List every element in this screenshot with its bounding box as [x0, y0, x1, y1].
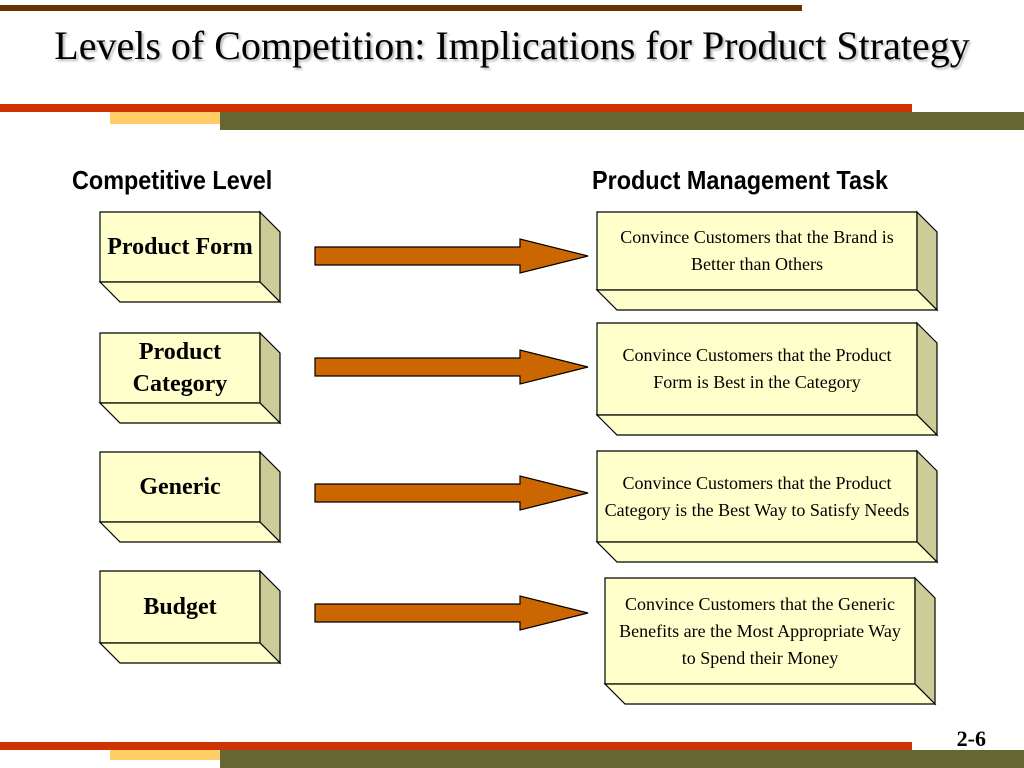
- slide-title: Levels of Competition: Implications for …: [54, 23, 970, 68]
- task-box-4-side: [914, 576, 936, 706]
- page-number: 2-6: [956, 726, 986, 751]
- task-budget: Convince Customers that the Generic Bene…: [619, 593, 901, 668]
- level-generic: Generic: [139, 474, 221, 500]
- bottom-olive-stripe: [220, 750, 1024, 768]
- arrow-2: [314, 349, 589, 385]
- bottom-orange-stripe: [0, 742, 912, 750]
- task-product-category: Convince Customers that the Product Form…: [622, 345, 892, 392]
- arrow-4: [314, 595, 589, 631]
- top-orange-stripe: [0, 104, 912, 112]
- task-generic: Convince Customers that the Product Cate…: [604, 472, 910, 520]
- level-box-3-bottom: [98, 521, 282, 543]
- task-product-form: Convince Customers that the Brand is Bet…: [620, 227, 894, 274]
- top-olive-stripe: [220, 112, 1024, 130]
- level-box-4-bottom: [98, 642, 282, 664]
- arrow-1: [314, 238, 589, 274]
- task-box-3-bottom: [595, 541, 939, 563]
- arrow-3: [314, 475, 589, 511]
- top-yellow-stripe: [110, 112, 220, 124]
- level-budget: Budget: [143, 594, 217, 620]
- level-box-1-bottom: [98, 281, 282, 303]
- task-box-2-bottom: [595, 414, 939, 436]
- top-brown-stripe: [0, 5, 802, 11]
- product-management-task-heading: Product Management Task: [592, 165, 889, 195]
- level-box-2-bottom: [98, 402, 282, 424]
- competitive-level-heading: Competitive Level: [72, 165, 273, 195]
- level-product-form: Product Form: [107, 234, 253, 260]
- task-box-1-bottom: [595, 289, 939, 311]
- task-box-4-bottom: [603, 683, 937, 705]
- level-product-category: Product Category: [132, 339, 228, 397]
- bottom-yellow-stripe: [110, 750, 220, 760]
